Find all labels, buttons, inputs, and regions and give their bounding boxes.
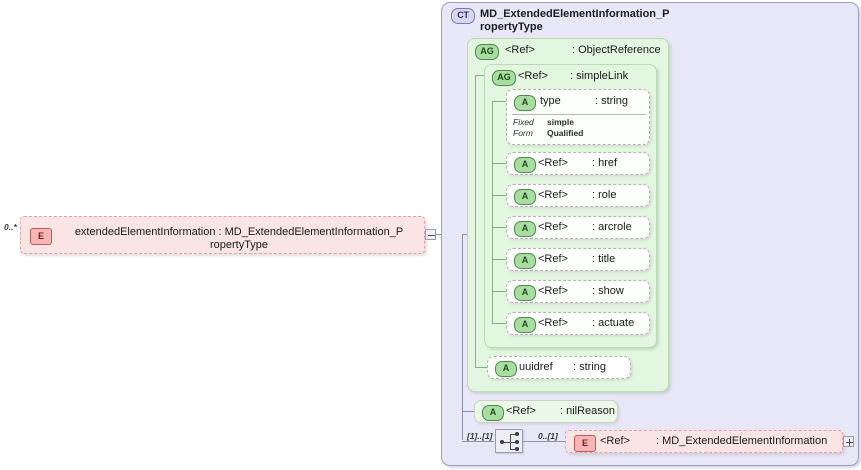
attribute-uuidref-box[interactable]: A uuidref : string [487,356,631,379]
attribute-title-box[interactable]: A <Ref> : title [506,248,650,271]
complex-type-badge: CT [451,8,475,24]
attribute-nilreason-box[interactable]: A <Ref> : nilReason [474,400,618,423]
facet-key-form: Form [513,128,533,138]
attribute-arcrole-name: <Ref> [538,221,568,233]
attribute-href-box[interactable]: A <Ref> : href [506,152,650,175]
attribute-title-type: : title [592,253,616,265]
attribute-badge: A [514,95,536,111]
child-element-name: <Ref> [600,435,630,447]
attribute-badge: A [495,361,517,377]
connector-branch-show [492,291,506,292]
element-badge: E [574,435,596,452]
connector-modelgroup-to-child [523,441,565,442]
attribute-badge: A [482,405,504,421]
attribute-title-name: <Ref> [538,253,568,265]
facet-key-fixed: Fixed [513,117,534,127]
attribute-group-simplelink-badge: AG [492,70,516,86]
attribute-type-name: type [540,95,561,107]
connector-branch-type [492,101,506,102]
root-element-collapse-toggle[interactable] [425,229,436,240]
choice-icon[interactable] [495,429,523,453]
attribute-nilreason-type: : nilReason [560,405,616,417]
complex-type-title-line1: MD_ExtendedElementInformation_P [480,8,670,20]
attribute-badge: A [514,157,536,173]
child-element-box[interactable]: E <Ref> : MD_ExtendedElementInformation [565,430,843,453]
connector-branch-href [492,163,506,164]
connector-simplelink-spine [492,101,493,324]
root-element-box[interactable]: E extendedElementInformation : MD_Extend… [20,216,425,254]
complex-type-title-line2: ropertyType [480,21,543,33]
attribute-type-box[interactable]: A type : string Fixed simple Form Qualif… [506,89,650,145]
attribute-actuate-box[interactable]: A <Ref> : actuate [506,312,650,335]
connector-branch-role [492,195,506,196]
attribute-arcrole-box[interactable]: A <Ref> : arcrole [506,216,650,239]
attribute-group-badge: AG [475,44,499,60]
attribute-show-box[interactable]: A <Ref> : show [506,280,650,303]
attribute-group-simplelink-type: : simpleLink [570,70,629,82]
attribute-role-name: <Ref> [538,189,568,201]
connector-branch-simplelink [475,75,485,76]
attribute-show-name: <Ref> [538,285,568,297]
attribute-uuidref-name: uuidref [519,361,553,373]
attribute-badge: A [514,285,536,301]
attribute-group-objectreference-type: : ObjectReference [572,44,661,56]
attribute-role-box[interactable]: A <Ref> : role [506,184,650,207]
element-badge: E [30,228,52,245]
connector-branch-uuidref [475,367,487,368]
attribute-href-type: : href [592,157,618,169]
child-element-type: : MD_ExtendedElementInformation [656,435,828,447]
facet-value-fixed: simple [547,117,574,127]
root-element-label-line2: ropertyType [209,239,269,251]
connector-branch-actuate [492,323,506,324]
attribute-actuate-name: <Ref> [538,317,568,329]
connector-branch-title [492,259,506,260]
connector-complextype-spine [462,234,463,440]
child-element-cardinality: 0..[1] [538,431,558,441]
attribute-show-type: : show [592,285,624,297]
attribute-role-type: : role [592,189,617,201]
attribute-badge: A [514,189,536,205]
attribute-type-type: : string [595,95,629,107]
root-element-cardinality: 0..* [4,222,17,232]
attribute-group-objectreference-name: <Ref> [505,44,535,56]
attribute-nilreason-name: <Ref> [506,405,536,417]
connector-objectreference-spine [475,75,476,367]
attribute-href-name: <Ref> [538,157,568,169]
child-element-expand-toggle[interactable] [843,436,854,447]
connector-branch-modelgroup [462,441,494,442]
attribute-badge: A [514,317,536,333]
attribute-badge: A [514,253,536,269]
attribute-badge: A [514,221,536,237]
connector-branch-arcrole [492,227,506,228]
facet-value-form: Qualified [547,128,584,138]
attribute-uuidref-type: : string [573,361,607,373]
attribute-actuate-type: : actuate [592,317,635,329]
attribute-arcrole-type: : arcrole [592,221,632,233]
model-group-cardinality: [1]..[1] [467,431,493,441]
root-element-label-line1: extendedElementInformation : MD_Extended… [74,226,404,238]
attribute-group-simplelink-name: <Ref> [518,70,548,82]
connector-branch-nilreason [462,411,474,412]
